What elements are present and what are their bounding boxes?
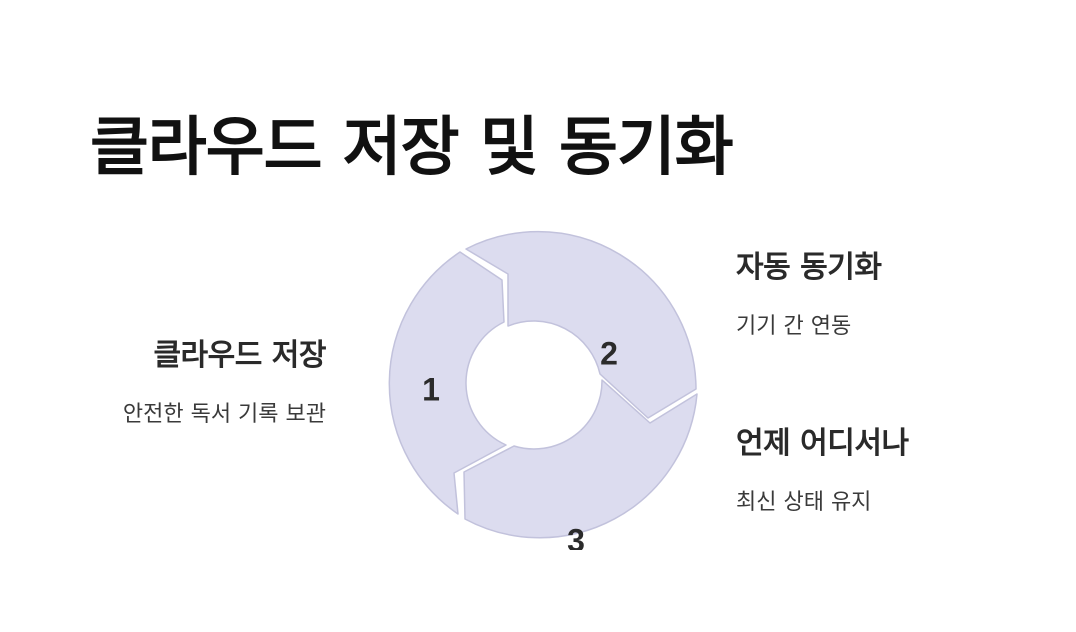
segment-3-description: 최신 상태 유지 xyxy=(736,490,872,515)
segment-2-title: 자동 동기화 xyxy=(736,250,882,285)
segment-2 xyxy=(465,230,697,419)
segment-2-description: 기기 간 연동 xyxy=(736,314,852,339)
segment-3 xyxy=(463,379,698,539)
segment-3-title: 언제 어디서나 xyxy=(736,426,909,461)
page-title: 클라우드 저장 및 동기화 xyxy=(90,111,734,185)
segment-1-description: 안전한 독서 기록 보관 xyxy=(122,402,326,427)
segment-1-number: 1 xyxy=(422,371,440,407)
segment-3-label: 언제 어디서나 최신 상태 유지 xyxy=(736,418,909,516)
segment-2-label: 자동 동기화 기기 간 연동 xyxy=(736,242,882,340)
segment-3-number: 3 xyxy=(567,522,585,550)
segment-1 xyxy=(388,251,507,515)
segment-2-number: 2 xyxy=(600,335,618,371)
segment-1-title: 클라우드 저장 xyxy=(153,338,326,373)
cycle-diagram: 1 2 3 xyxy=(388,230,698,550)
segment-1-label: 클라우드 저장 안전한 독서 기록 보관 xyxy=(122,330,327,428)
